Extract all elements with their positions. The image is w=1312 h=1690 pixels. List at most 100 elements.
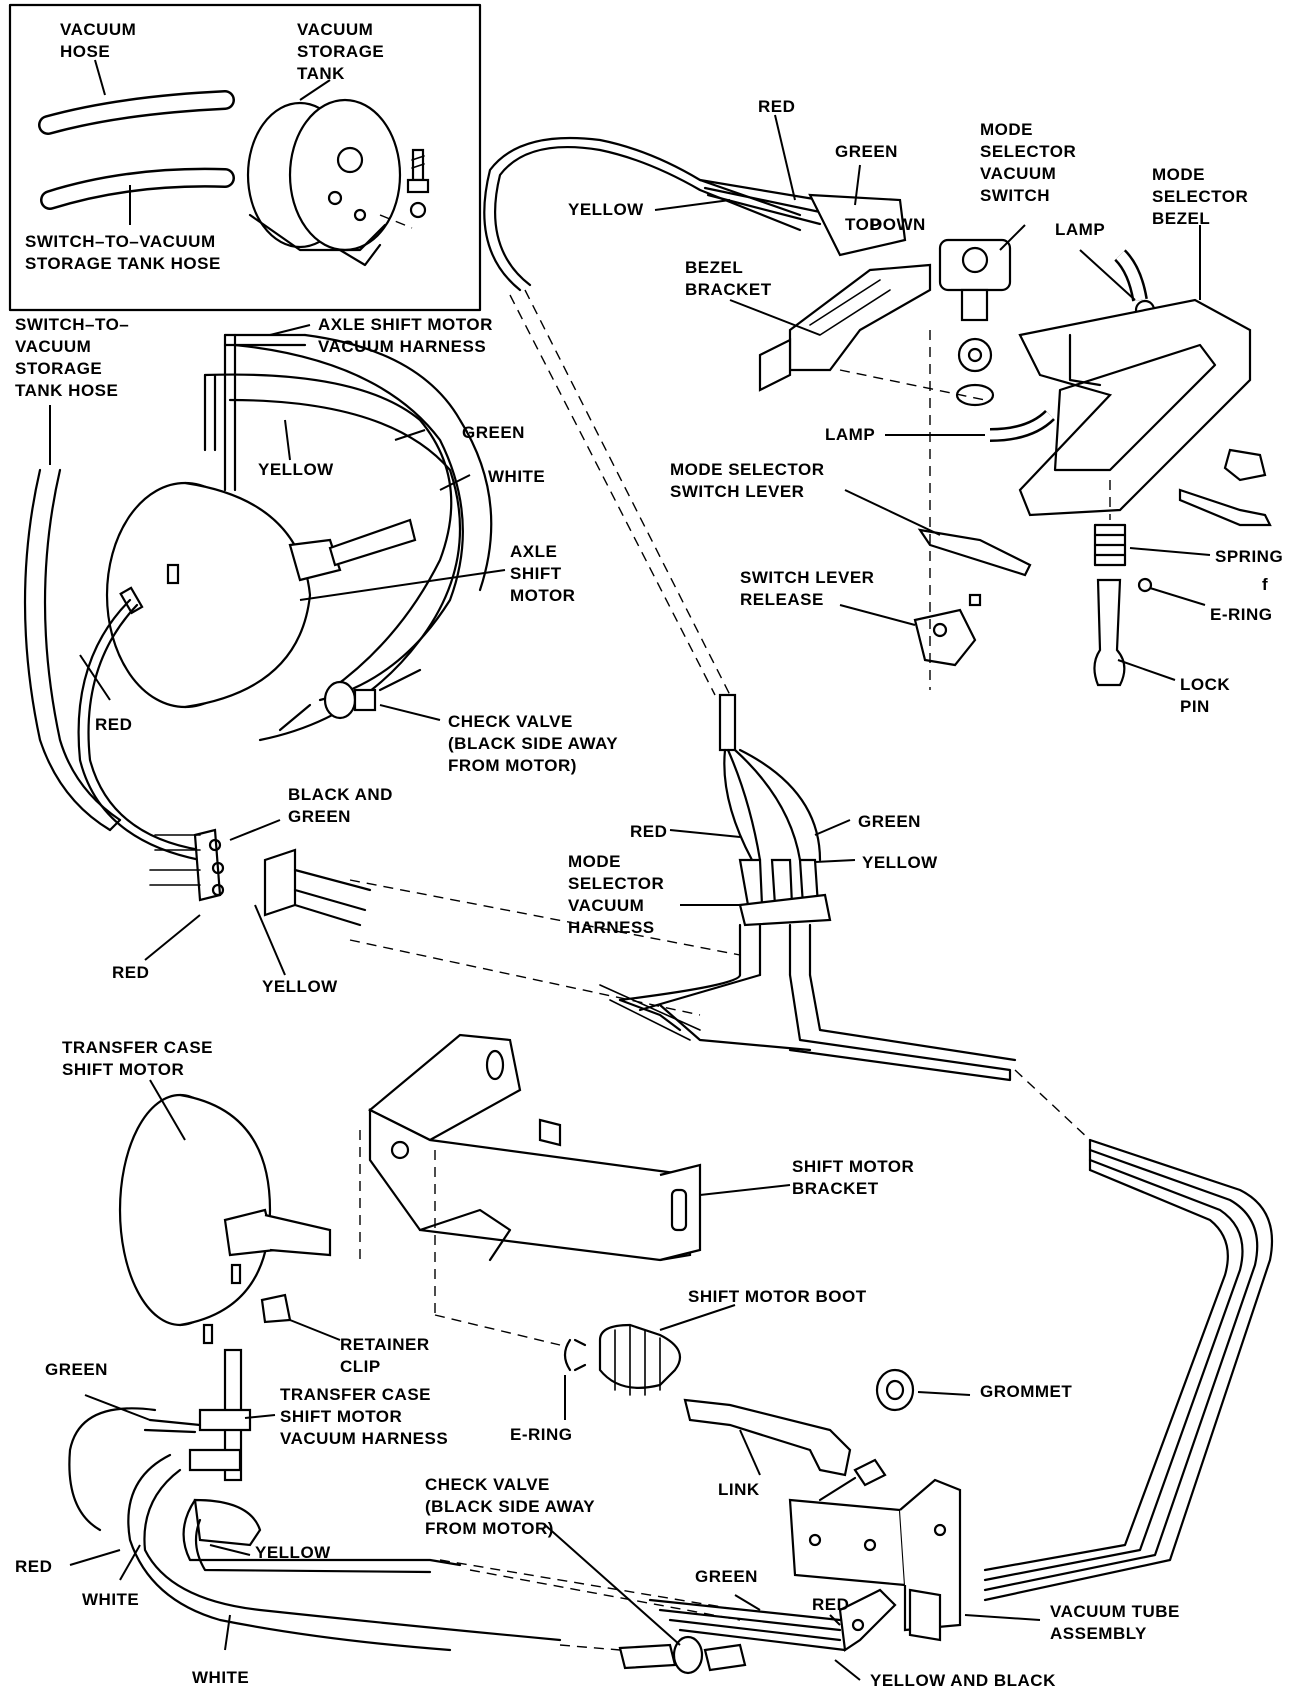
tank-screw — [406, 148, 430, 219]
label-green-mode-harness: GREEN — [858, 812, 921, 831]
axle-shift-motor — [105, 481, 417, 709]
label-green-top: GREEN — [835, 142, 898, 161]
label-mode-selector-bezel: MODE SELECTOR BEZEL — [1152, 165, 1254, 228]
tc-harness — [68, 1348, 562, 1652]
label-bezel-bracket: BEZEL BRACKET — [685, 258, 772, 299]
label-tc-shift-motor-vacuum-harness: TRANSFER CASE SHIFT MOTOR VACUUM HARNESS — [280, 1385, 448, 1448]
label-red-axle: RED — [95, 715, 132, 734]
grommet — [875, 1368, 915, 1412]
spring — [1093, 523, 1127, 567]
shift-motor-boot — [598, 1323, 682, 1396]
label-green-axle: GREEN — [462, 423, 525, 442]
label-green-tc: GREEN — [45, 1360, 108, 1379]
label-white-axle: WHITE — [488, 467, 545, 486]
switch-lever-release — [913, 593, 982, 667]
label-mode-selector-vacuum-switch: MODE SELECTOR VACUUM SWITCH — [980, 120, 1082, 205]
inset-box — [8, 3, 482, 312]
star-washer — [957, 337, 993, 373]
label-stray-mark: f — [1262, 575, 1268, 594]
transfer-case-assembly — [68, 1033, 915, 1675]
vacuum-storage-tank — [246, 98, 402, 267]
mode-switch-connector: TOP DOWN — [808, 193, 926, 257]
knob — [1223, 448, 1267, 482]
bracket-bolt — [853, 1458, 887, 1487]
check-valve-bottom — [618, 1635, 747, 1675]
label-white-tc-2: WHITE — [192, 1668, 249, 1687]
label-shift-motor-boot: SHIFT MOTOR BOOT — [688, 1287, 867, 1306]
label-yellow-lower-left: YELLOW — [262, 977, 338, 996]
shift-motor-bracket — [368, 1033, 702, 1262]
transfer-case-shift-motor — [118, 1093, 332, 1345]
mode-selector-vacuum-switch — [938, 238, 1012, 322]
label-switch-to-tank-hose-inset: SWITCH–TO–VACUUM STORAGE TANK HOSE — [25, 232, 221, 273]
lamp-mid — [989, 409, 1055, 442]
label-yellow-mode-harness: YELLOW — [862, 853, 938, 872]
label-lock-pin: LOCK PIN — [1180, 675, 1235, 716]
label-e-ring-right: E-RING — [1210, 605, 1273, 624]
label-e-ring-bottom: E-RING — [510, 1425, 573, 1444]
tc-bottom-connector — [838, 1588, 897, 1652]
link — [683, 1398, 852, 1477]
dashed-guide-1 — [509, 294, 716, 696]
leader-lines — [49, 59, 1211, 1681]
label-mode-selector-vacuum-harness: MODE SELECTOR VACUUM HARNESS — [568, 852, 670, 937]
label-vacuum-hose: VACUUM HOSE — [60, 20, 142, 61]
axle-connector-block — [149, 828, 225, 902]
bezel-bracket — [758, 263, 932, 392]
label-black-and-green: BLACK AND GREEN — [288, 785, 398, 826]
label-mode-selector-switch-lever: MODE SELECTOR SWITCH LEVER — [670, 460, 830, 501]
label-switch-lever-release: SWITCH LEVER RELEASE — [740, 568, 880, 609]
check-valve-top — [278, 668, 422, 732]
switch-lever — [917, 528, 1032, 577]
label-grommet: GROMMET — [980, 1382, 1072, 1401]
label-vacuum-tube-assembly: VACUUM TUBE ASSEMBLY — [1050, 1602, 1185, 1643]
retainer-clip — [260, 1293, 292, 1324]
label-lamp-mid: LAMP — [825, 425, 875, 444]
label-transfer-case-shift-motor: TRANSFER CASE SHIFT MOTOR — [62, 1038, 218, 1079]
bezel-screw — [1178, 488, 1272, 527]
label-check-valve-top: CHECK VALVE (BLACK SIDE AWAY FROM MOTOR) — [448, 712, 623, 775]
mode-selector-assembly: TOP DOWN — [483, 136, 1272, 690]
label-red-tc-bottom: RED — [812, 1595, 849, 1614]
label-yellow-tc: YELLOW — [255, 1543, 331, 1562]
text-labels: VACUUM HOSE VACUUM STORAGE TANK SWITCH–T… — [15, 20, 1283, 1690]
dashed-guide-4 — [559, 1644, 621, 1651]
label-spring: SPRING — [1215, 547, 1283, 566]
label-red-mode-harness: RED — [630, 822, 667, 841]
tube-manifold — [599, 923, 1017, 1082]
connector-marking-down: DOWN — [870, 215, 926, 234]
mode-harness-loop — [483, 136, 802, 292]
label-green-tc-bottom: GREEN — [695, 1567, 758, 1586]
dashed-guide-3 — [1014, 1069, 1091, 1141]
e-ring-right-part — [1137, 577, 1153, 593]
label-yellow-axle: YELLOW — [258, 460, 334, 479]
mode-selector-bezel — [1018, 298, 1252, 517]
mode-selector-vacuum-harness — [718, 693, 832, 927]
label-yellow-top: YELLOW — [568, 200, 644, 219]
label-white-tc-1: WHITE — [82, 1590, 139, 1609]
label-lamp-top: LAMP — [1055, 220, 1105, 239]
label-axle-shift-motor: AXLE SHIFT MOTOR — [510, 542, 575, 605]
label-retainer-clip: RETAINER CLIP — [340, 1335, 435, 1376]
label-link: LINK — [718, 1480, 760, 1499]
axle-shift-motor-assembly — [23, 333, 493, 927]
e-ring-bottom — [563, 1338, 587, 1372]
axle-red-hose — [77, 598, 202, 862]
label-axle-shift-motor-vacuum-harness: AXLE SHIFT MOTOR VACUUM HARNESS — [318, 315, 498, 356]
label-switch-to-tank-hose-left: SWITCH–TO– VACUUM STORAGE TANK HOSE — [15, 315, 135, 400]
label-red-top: RED — [758, 97, 795, 116]
label-vacuum-storage-tank: VACUUM STORAGE TANK — [297, 20, 390, 83]
connector-marking-top: TOP — [845, 215, 881, 234]
axle-pins — [263, 848, 372, 927]
vacuum-tube-assembly — [788, 1138, 1274, 1642]
lock-pin — [1093, 578, 1126, 687]
tube-bracket — [788, 1498, 907, 1587]
switch-to-tank-hose-left — [23, 468, 112, 832]
label-yellow-and-black: YELLOW AND BLACK — [870, 1671, 1056, 1690]
label-red-lower-left: RED — [112, 963, 149, 982]
label-red-tc-left: RED — [15, 1557, 52, 1576]
dashed-guide-2 — [349, 879, 741, 956]
label-check-valve-bottom: CHECK VALVE (BLACK SIDE AWAY FROM MOTOR) — [425, 1475, 600, 1538]
nut — [955, 383, 995, 407]
